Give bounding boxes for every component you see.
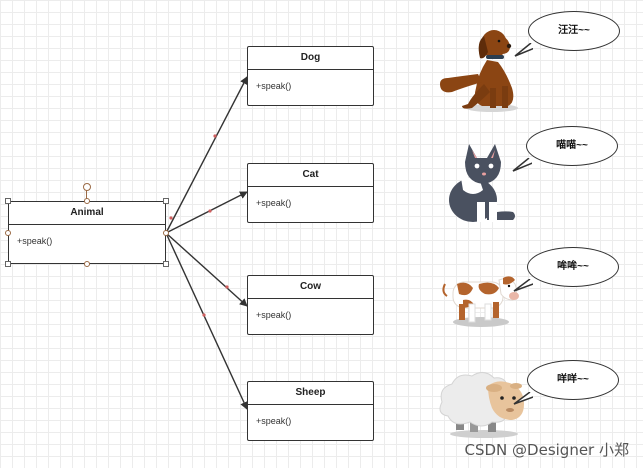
animal-class-method: +speak() bbox=[17, 236, 53, 246]
rotate-handle-stem bbox=[86, 189, 87, 199]
dog-class-box[interactable]: Dog +speak() bbox=[247, 46, 374, 106]
dog-speech-tail bbox=[514, 43, 533, 57]
sheep-class-method: +speak() bbox=[256, 416, 292, 426]
cat-speech-bubble: 喵喵~~ bbox=[526, 126, 618, 166]
line-animal-sheep bbox=[165, 232, 248, 410]
cat-class-name: Cat bbox=[248, 164, 373, 187]
sheep-speech-tail bbox=[513, 392, 533, 405]
rotate-handle[interactable] bbox=[83, 183, 91, 191]
resize-handle-bl[interactable] bbox=[5, 261, 11, 267]
cat-class-method: +speak() bbox=[256, 198, 292, 208]
dog-speech-bubble: 汪汪~~ bbox=[528, 11, 620, 51]
cat-speech-tail bbox=[512, 158, 532, 172]
animal-class-box[interactable]: Animal +speak() bbox=[8, 201, 166, 264]
cat-illustration bbox=[449, 144, 515, 222]
cow-illustration bbox=[442, 276, 519, 327]
resize-handle-top[interactable] bbox=[84, 198, 90, 204]
resize-handle-tl[interactable] bbox=[5, 198, 11, 204]
dog-illustration bbox=[440, 30, 518, 112]
line-animal-dog bbox=[165, 76, 248, 234]
line-animal-cow bbox=[165, 232, 248, 307]
cat-class-box[interactable]: Cat +speak() bbox=[247, 163, 374, 223]
cow-speech-bubble: 哞哞~~ bbox=[527, 247, 619, 287]
cow-speech-tail bbox=[513, 279, 533, 292]
line-animal-cat bbox=[165, 191, 248, 234]
cow-class-box[interactable]: Cow +speak() bbox=[247, 275, 374, 335]
cow-class-method: +speak() bbox=[256, 310, 292, 320]
resize-handle-bottom[interactable] bbox=[84, 261, 90, 267]
sheep-speech-bubble: 咩咩~~ bbox=[527, 360, 619, 400]
resize-handle-right[interactable] bbox=[163, 230, 169, 236]
sheep-class-name: Sheep bbox=[248, 382, 373, 405]
dog-class-name: Dog bbox=[248, 47, 373, 70]
watermark: CSDN @Designer 小郑 bbox=[464, 441, 630, 459]
resize-handle-left[interactable] bbox=[5, 230, 11, 236]
sheep-class-box[interactable]: Sheep +speak() bbox=[247, 381, 374, 441]
resize-handle-br[interactable] bbox=[163, 261, 169, 267]
animal-class-name: Animal bbox=[9, 202, 165, 225]
sheep-illustration bbox=[439, 372, 524, 438]
resize-handle-tr[interactable] bbox=[163, 198, 169, 204]
dog-class-method: +speak() bbox=[256, 81, 292, 91]
cow-class-name: Cow bbox=[248, 276, 373, 299]
